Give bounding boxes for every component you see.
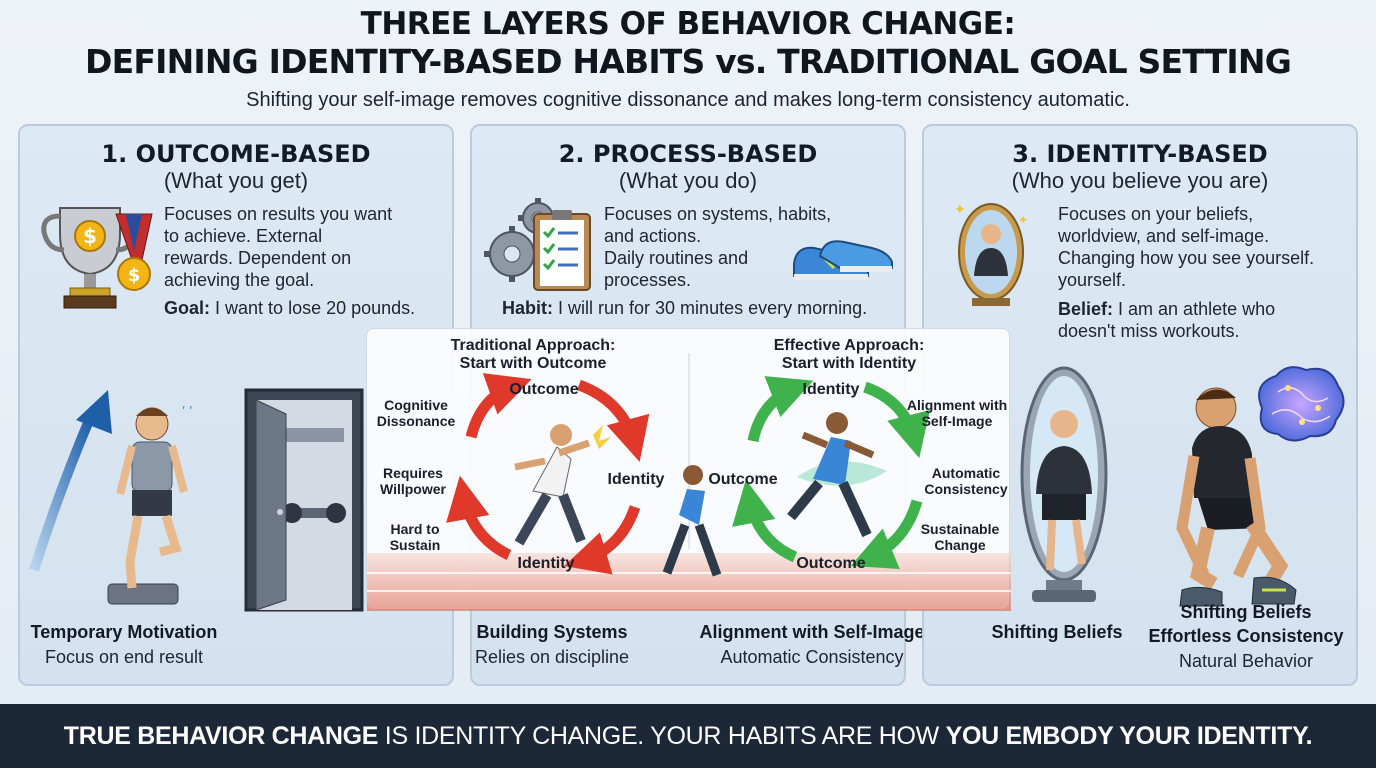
- caption-building-systems: Building Systems Relies on discipline: [474, 622, 630, 667]
- scale-person-icon: ʹ ʹ: [107, 405, 193, 605]
- struggling-runner-icon: [514, 424, 611, 546]
- svg-text:$: $: [83, 224, 97, 248]
- caption-alignment: Alignment with Self-Image Automatic Cons…: [699, 622, 925, 667]
- traditional-cycle-arrows: [446, 373, 650, 575]
- cycle-diagram: [367, 353, 1011, 611]
- footer-banner: TRUE BEHAVIOR CHANGE IS IDENTITY CHANGE.…: [0, 704, 1376, 768]
- panel-subtitle: (What you get): [163, 168, 309, 193]
- panel-description: Focuses on your beliefs, worldview, and …: [1058, 204, 1315, 290]
- sneakers-icon: [793, 240, 893, 280]
- checklist-icon: [533, 210, 591, 291]
- caption-shifting-beliefs: Shifting Beliefs: [991, 622, 1123, 642]
- effective-bottom-outcome: Outcome: [796, 555, 866, 572]
- panel-description: Focuses on results you want to achieve. …: [164, 204, 393, 290]
- running-track: [367, 553, 1011, 611]
- subtitle: Shifting your self-image removes cogniti…: [246, 89, 1130, 111]
- panel-title: 2. PROCESS-BASED: [558, 140, 818, 168]
- effective-top-identity: Identity: [802, 381, 860, 398]
- svg-text:ʹ ʹ: ʹ ʹ: [182, 405, 193, 419]
- track-runner-icon: [662, 465, 722, 577]
- goal-example: Goal: I want to lose 20 pounds.: [164, 298, 416, 318]
- label-alignment-self-image: Alignment with Self-Image: [906, 397, 1008, 429]
- svg-text:✦: ✦: [1018, 213, 1028, 227]
- effective-cycle-arrows: [732, 376, 930, 570]
- traditional-top-outcome: Outcome: [509, 381, 579, 398]
- trophy-icon: $: [41, 207, 139, 309]
- label-automatic-consistency: Automatic Consistency: [924, 465, 1008, 497]
- svg-text:✦: ✦: [954, 202, 966, 218]
- caption-effortless: Shifting Beliefs Effortless Consistency …: [1148, 602, 1344, 671]
- panel-subtitle: (Who you believe you are): [1011, 168, 1269, 193]
- large-mirror-icon: [1020, 366, 1108, 602]
- title-line-1: THREE LAYERS OF BEHAVIOR CHANGE:: [360, 6, 1016, 42]
- traditional-right-identity: Identity: [607, 471, 665, 488]
- panel-description: Focuses on systems, habits, and actions.…: [604, 204, 832, 290]
- effective-heading: Effective Approach: Start with Identity: [773, 337, 925, 372]
- effective-left-outcome: Outcome: [708, 471, 778, 488]
- traditional-bottom-identity: Identity: [517, 555, 575, 572]
- mirror-icon: ✦ ✦: [954, 202, 1028, 306]
- belief-example: Belief: I am an athlete who doesn't miss…: [1058, 299, 1276, 341]
- habit-example: Habit: I will run for 30 minutes every m…: [502, 298, 868, 318]
- athlete-icon: [1176, 387, 1297, 607]
- label-cognitive-dissonance: Cognitive Dissonance: [376, 397, 456, 429]
- panel-title: 3. IDENTITY-BASED: [1012, 140, 1268, 168]
- approach-comparison: Traditional Approach: Start with Outcome…: [366, 328, 1011, 611]
- effective-runner-icon: [787, 412, 875, 538]
- traditional-heading: Traditional Approach: Start with Outcome: [450, 337, 616, 372]
- gym-door-icon: [244, 388, 364, 612]
- caption-outcome: Temporary Motivation Focus on end result: [30, 622, 218, 667]
- label-requires-willpower: Requires Willpower: [380, 465, 446, 497]
- svg-text:$: $: [128, 265, 141, 286]
- panel-subtitle: (What you do): [618, 168, 758, 193]
- growth-arrow-icon: [29, 390, 112, 572]
- label-hard-to-sustain: Hard to Sustain: [389, 521, 441, 553]
- brain-icon: [1258, 366, 1345, 442]
- panel-title: 1. OUTCOME-BASED: [101, 140, 371, 168]
- label-sustainable-change: Sustainable Change: [920, 521, 1000, 553]
- medal-icon: $: [115, 213, 153, 291]
- title-line-2: DEFINING IDENTITY-BASED HABITS vs. TRADI…: [85, 42, 1292, 81]
